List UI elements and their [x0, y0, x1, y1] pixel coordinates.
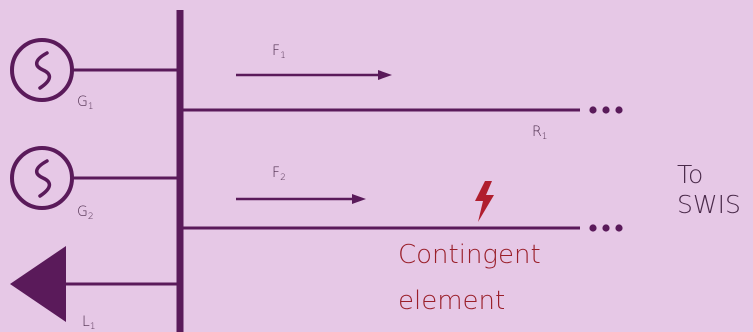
flow-arrow-f2: [236, 194, 366, 204]
lightning-bolt-icon: [475, 181, 494, 222]
flow-arrow-f1: [236, 70, 392, 80]
ellipsis-dots-icon: [589, 224, 623, 232]
generator-g2-icon: [10, 146, 74, 210]
load-l1-icon: [10, 246, 66, 322]
label-contingent: Contingent: [398, 240, 541, 270]
label-swis: SWIS: [677, 190, 741, 219]
label-f2: F2: [272, 165, 286, 183]
label-to: To: [677, 160, 704, 189]
label-g2: G2: [77, 204, 94, 222]
label-r1: R1: [532, 124, 548, 142]
label-g1: G1: [77, 94, 94, 112]
label-l1: L1: [82, 314, 96, 332]
ellipsis-dots-icon: [589, 106, 623, 114]
label-f1: F1: [272, 43, 286, 61]
generator-g1-icon: [10, 38, 74, 102]
label-element: element: [398, 286, 506, 316]
